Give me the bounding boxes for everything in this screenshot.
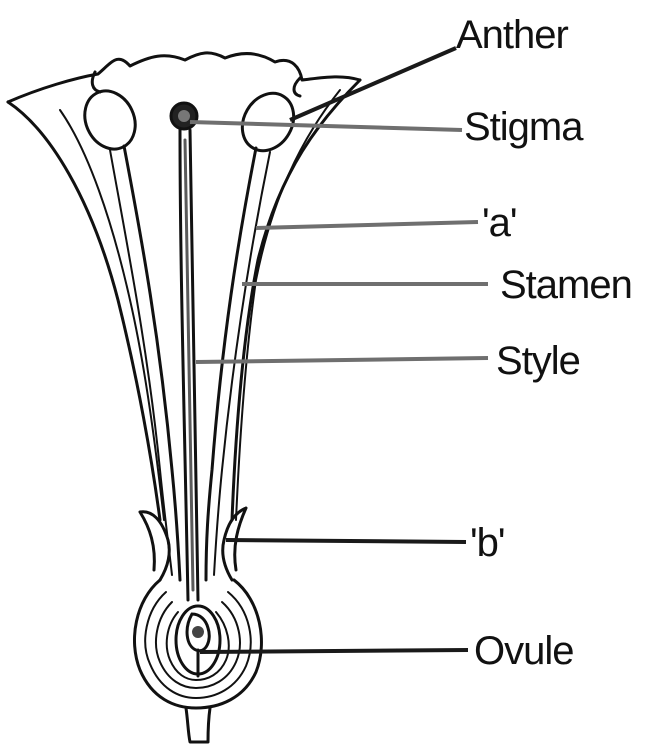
corolla-rim bbox=[8, 53, 360, 102]
label-style: Style bbox=[496, 339, 580, 383]
leader-a bbox=[256, 222, 478, 228]
sepal-right bbox=[223, 508, 246, 580]
label-anther: Anther bbox=[456, 13, 569, 57]
leader-stigma bbox=[190, 122, 462, 130]
petal-outer-left bbox=[8, 102, 160, 520]
petal-inner-left bbox=[60, 110, 164, 520]
label-a: 'a' bbox=[482, 201, 517, 245]
label-ovule: Ovule bbox=[474, 629, 574, 673]
leader-ovule bbox=[200, 650, 468, 652]
leader-style bbox=[196, 358, 488, 362]
label-b: 'b' bbox=[470, 521, 505, 565]
pedicel bbox=[186, 708, 210, 742]
leader-b bbox=[226, 540, 466, 542]
anther-left bbox=[76, 83, 145, 158]
label-stigma: Stigma bbox=[464, 105, 584, 149]
label-stamen: Stamen bbox=[500, 263, 632, 307]
leader-anther bbox=[290, 48, 456, 120]
